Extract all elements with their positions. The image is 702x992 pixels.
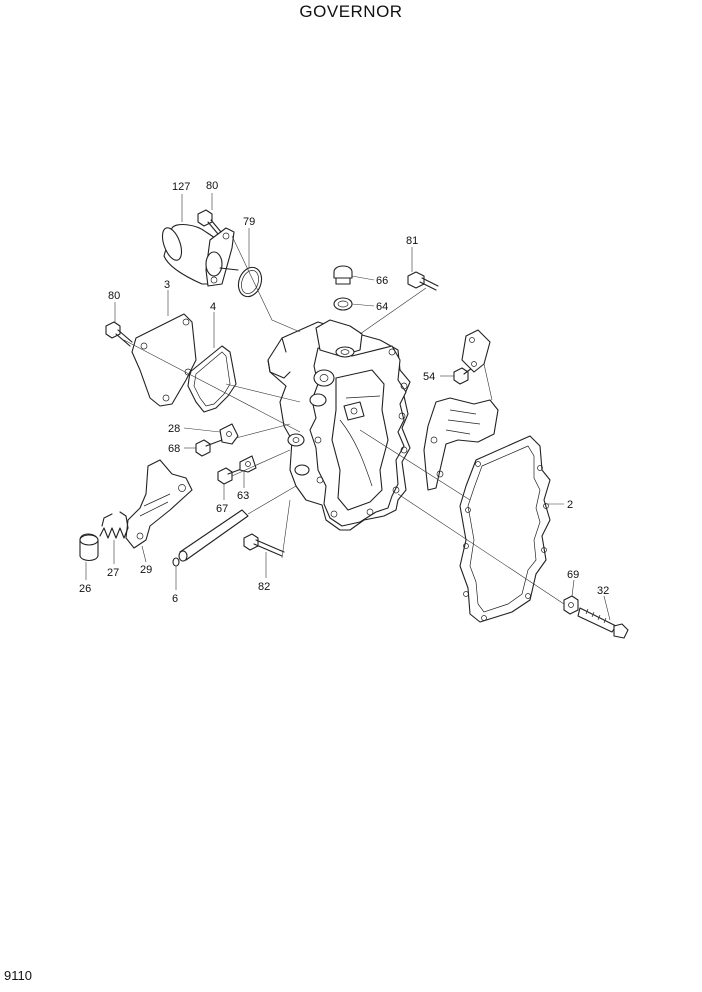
callout-28: 28 bbox=[168, 423, 180, 435]
callout-127: 127 bbox=[172, 181, 190, 193]
washer-64 bbox=[333, 297, 353, 311]
callout-29: 29 bbox=[140, 564, 152, 576]
callout-79: 79 bbox=[243, 216, 255, 228]
solenoid-127 bbox=[161, 223, 239, 287]
callout-4: 4 bbox=[210, 301, 216, 313]
callout-80-left: 80 bbox=[108, 290, 120, 302]
nut-69 bbox=[563, 595, 579, 615]
callout-68: 68 bbox=[168, 443, 180, 455]
spring-27 bbox=[99, 511, 129, 539]
cover-plate-3 bbox=[131, 313, 197, 407]
governor-bracket bbox=[423, 329, 499, 491]
bolt-82 bbox=[243, 533, 285, 557]
plate-28 bbox=[219, 423, 239, 445]
diagram-title: GOVERNOR bbox=[299, 2, 403, 21]
stud-32 bbox=[577, 607, 629, 639]
plate-63 bbox=[239, 455, 257, 473]
gasket-4 bbox=[187, 345, 237, 413]
bolt-80-left bbox=[105, 321, 133, 347]
callout-2: 2 bbox=[567, 499, 573, 511]
housing-flange-holes bbox=[314, 348, 408, 518]
shaft-6 bbox=[172, 509, 249, 567]
callout-63: 63 bbox=[237, 490, 249, 502]
bolt-81 bbox=[407, 271, 439, 291]
lever-29 bbox=[125, 459, 193, 549]
callout-3: 3 bbox=[164, 279, 170, 291]
page-number: 9110 bbox=[4, 968, 32, 983]
plug-66 bbox=[333, 265, 353, 285]
cap-26 bbox=[79, 533, 99, 562]
callout-66: 66 bbox=[376, 275, 388, 287]
callout-54: 54 bbox=[423, 371, 435, 383]
callout-80-top: 80 bbox=[206, 180, 218, 192]
callout-64: 64 bbox=[376, 301, 388, 313]
callout-69: 69 bbox=[567, 569, 579, 581]
callout-27: 27 bbox=[107, 567, 119, 579]
callout-67: 67 bbox=[216, 503, 228, 515]
bolt-68 bbox=[195, 439, 223, 457]
leader-lines bbox=[85, 193, 611, 621]
callout-26: 26 bbox=[79, 583, 91, 595]
callout-6: 6 bbox=[172, 593, 178, 605]
callout-32: 32 bbox=[597, 585, 609, 597]
gasket-2 bbox=[459, 435, 551, 623]
bolt-80-top bbox=[197, 209, 222, 235]
governor-housing bbox=[267, 319, 411, 531]
callout-81: 81 bbox=[406, 235, 418, 247]
callout-labels: 127 80 79 81 66 64 80 3 4 54 28 68 67 63… bbox=[79, 180, 609, 605]
o-ring-79 bbox=[237, 266, 263, 298]
callout-82: 82 bbox=[258, 581, 270, 593]
